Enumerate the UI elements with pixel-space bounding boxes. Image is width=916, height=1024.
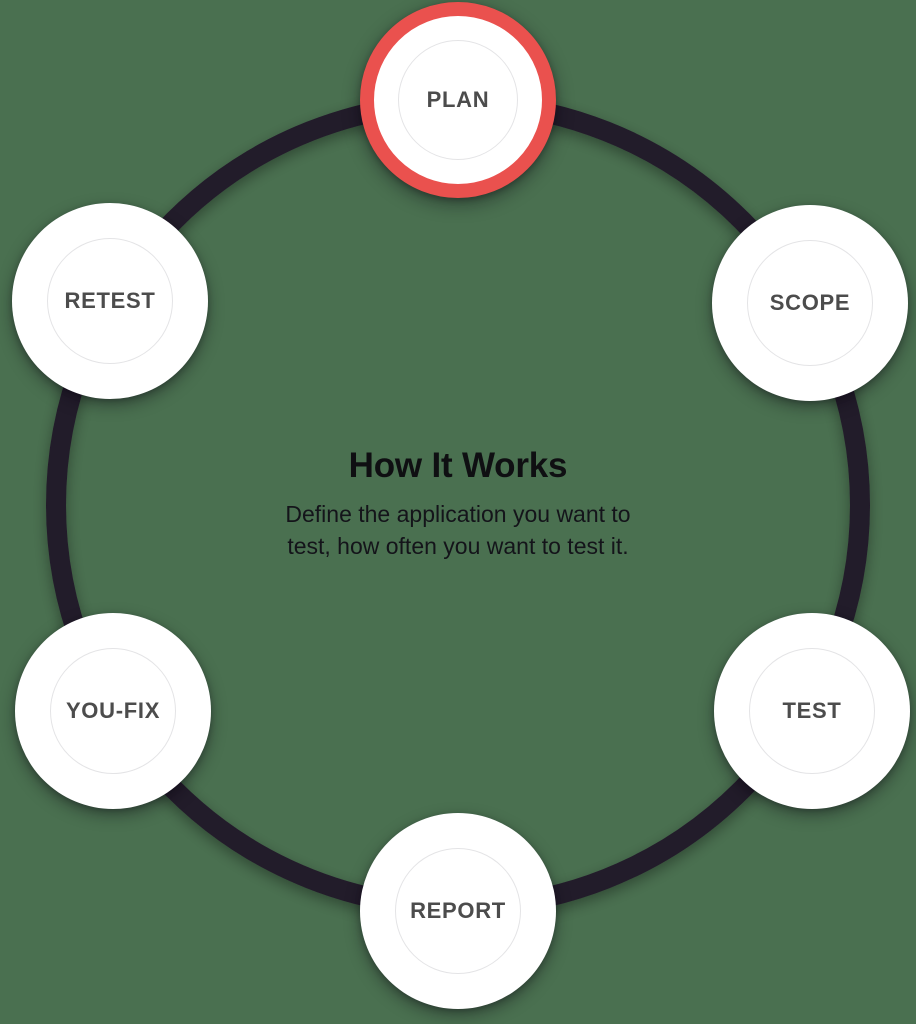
cycle-node-plan[interactable]: PLAN bbox=[360, 2, 556, 198]
cycle-node-label: SCOPE bbox=[769, 290, 851, 315]
cycle-node-label: REPORT bbox=[410, 898, 506, 923]
cycle-node-report[interactable]: REPORT bbox=[360, 813, 556, 1009]
cycle-node-you-fix[interactable]: YOU-FIX bbox=[15, 613, 211, 809]
cycle-node-label: PLAN bbox=[426, 87, 490, 112]
cycle-node-retest[interactable]: RETEST bbox=[12, 203, 208, 399]
cycle-node-label: TEST bbox=[782, 698, 842, 723]
cycle-node-scope[interactable]: SCOPE bbox=[712, 205, 908, 401]
cycle-node-test[interactable]: TEST bbox=[714, 613, 910, 809]
cycle-node-label: RETEST bbox=[64, 288, 156, 313]
cycle-node-label: YOU-FIX bbox=[65, 698, 161, 723]
